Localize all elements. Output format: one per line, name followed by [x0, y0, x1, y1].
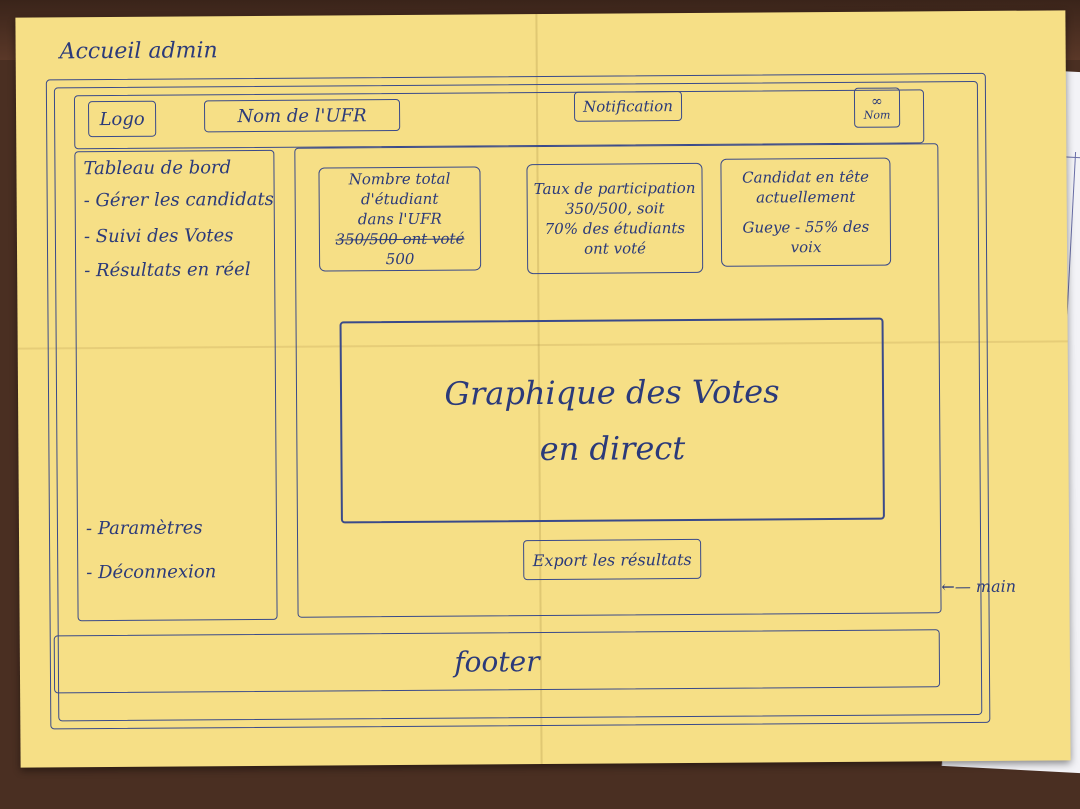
sidebar: Tableau de bord - Gérer les candidats - … — [74, 149, 278, 622]
logo[interactable]: Logo — [87, 100, 157, 138]
chart-placeholder-line: Graphique des Votes — [444, 372, 780, 413]
sketch-sheet: Accueil admin Logo Nom de l'UFR Notifica… — [15, 10, 1071, 768]
stat-card-line: 350/500, soit — [564, 199, 665, 218]
sidebar-item-label: Paramètres — [97, 517, 203, 540]
live-votes-chart: Graphique des Votes en direct — [339, 317, 885, 524]
sidebar-item-results[interactable]: - Résultats en réel — [84, 259, 251, 282]
stat-card-line: Candidat en tête — [741, 167, 870, 187]
annotation-label: main — [975, 576, 1017, 596]
sidebar-item-label: Déconnexion — [98, 561, 217, 584]
user-icon: ∞ — [871, 93, 883, 110]
header-bar — [73, 89, 925, 150]
stat-card-line: 70% des étudiants — [544, 219, 686, 238]
stat-card-line: ont voté — [584, 239, 647, 258]
sidebar-item-label: Résultats en réel — [95, 259, 251, 282]
stat-card-struck-text: 350/500 ont voté — [335, 229, 465, 249]
arrow-left-icon: ←— — [941, 577, 971, 597]
export-results-button[interactable]: Export les résultats — [523, 538, 702, 581]
sidebar-item-dashboard[interactable]: Tableau de bord — [83, 157, 231, 179]
footer: footer — [53, 629, 941, 694]
stat-card-participation: Taux de participation 350/500, soit 70% … — [526, 162, 704, 275]
sidebar-item-label: Suivi des Votes — [95, 225, 234, 248]
ufr-name: Nom de l'UFR — [203, 98, 401, 133]
stat-card-value: 500 — [385, 249, 415, 269]
stat-card-total-students: Nombre total d'étudiant dans l'UFR 350/5… — [318, 166, 482, 272]
page-title: Accueil admin — [59, 38, 218, 65]
sidebar-item-candidates[interactable]: - Gérer les candidats — [83, 188, 274, 212]
main-annotation: ←— main — [941, 577, 1016, 597]
sidebar-item-label: Tableau de bord — [83, 157, 232, 180]
sidebar-item-settings[interactable]: - Paramètres — [85, 517, 203, 540]
user-menu-button[interactable]: ∞ Nom — [853, 87, 901, 128]
user-name: Nom — [863, 108, 891, 122]
chart-placeholder-line: en direct — [539, 429, 686, 469]
stat-card-line: Gueye - 55% des voix — [742, 217, 870, 257]
stat-card-line: Nombre total — [348, 169, 451, 189]
stat-card-line: Taux de participation — [533, 178, 696, 199]
stat-card-line: d'étudiant — [360, 189, 439, 209]
stat-card-line: actuellement — [756, 187, 856, 207]
notification-button[interactable]: Notification — [573, 91, 683, 122]
stat-card-line: dans l'UFR — [357, 209, 442, 229]
sidebar-item-votes[interactable]: - Suivi des Votes — [83, 225, 234, 248]
sidebar-item-label: Gérer les candidats — [95, 188, 274, 212]
sidebar-item-logout[interactable]: - Déconnexion — [86, 561, 217, 584]
stat-card-leading-candidate: Candidat en tête actuellement Gueye - 55… — [720, 157, 892, 267]
